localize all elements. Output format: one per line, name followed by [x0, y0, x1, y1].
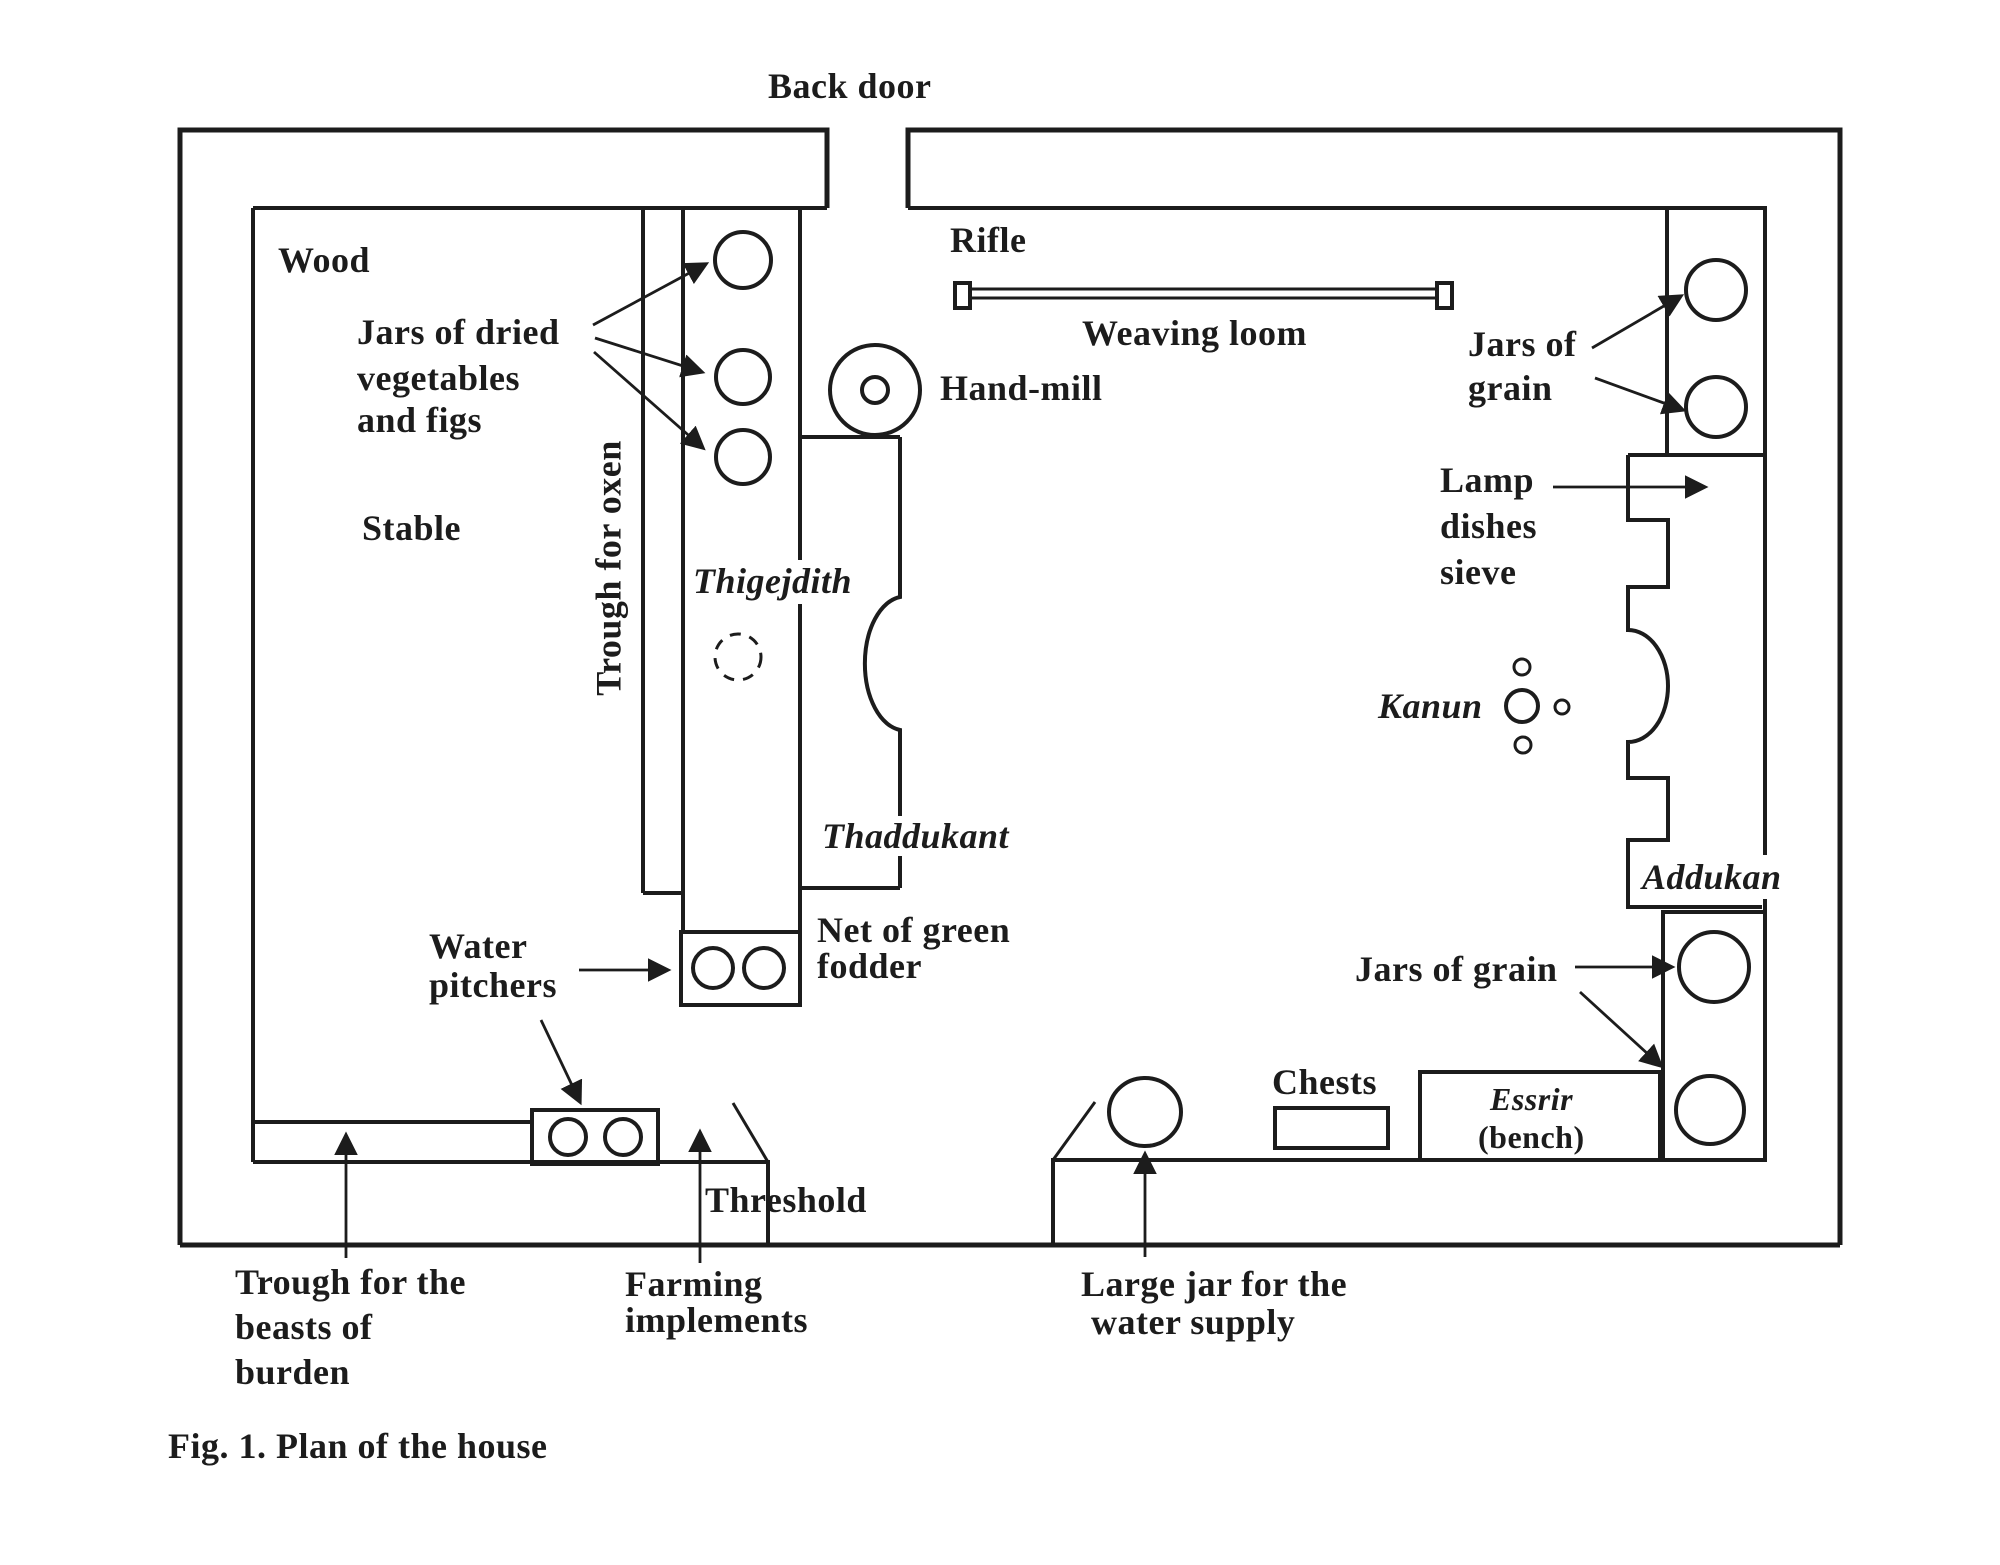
- threshold-right-slant: [1051, 1101, 1097, 1161]
- grain-jar-circle-1: [1684, 258, 1748, 322]
- addukan-label: Addukan: [1640, 857, 1782, 897]
- water-pitchers-box: [679, 930, 802, 1007]
- kanun-top-circle: [1512, 657, 1532, 677]
- thigejdith-label: Thigejdith: [693, 561, 852, 601]
- rifle-label: Rifle: [950, 220, 1026, 260]
- chest-box: [1273, 1106, 1390, 1150]
- grain-jar-circle-4: [1674, 1074, 1746, 1146]
- trough-pitcher-box: [530, 1108, 660, 1166]
- beast-trough: [253, 1108, 660, 1166]
- grain-jar-shelf-top: [1665, 206, 1767, 457]
- kanun-center-circle: [1504, 688, 1540, 724]
- notched-shelf-outline: [1626, 455, 1762, 909]
- central-closet: [713, 435, 902, 890]
- jars-grain-top-label-line2: grain: [1468, 368, 1553, 408]
- annotation-arrows: [334, 262, 1709, 1263]
- dried-jar-circle-2: [714, 348, 772, 406]
- grain-shelf-bottom-box: [1661, 910, 1767, 1162]
- jars-dried-label-line1: Jars of dried: [357, 312, 559, 352]
- grain-jar-circle-2: [1684, 375, 1748, 439]
- trough-beasts-label-line2: beasts of: [235, 1307, 373, 1347]
- dried-jar-circle-3: [714, 428, 772, 486]
- lamp-label-line3: sieve: [1440, 552, 1516, 592]
- stable-label: Stable: [362, 508, 461, 548]
- trough-pitcher-circle-1: [548, 1117, 588, 1157]
- loom-right-cap: [1435, 281, 1454, 310]
- thaddukant-label-bg: [815, 816, 1043, 856]
- net-fodder-label-line2: fodder: [817, 946, 922, 986]
- pitcher-circle-1: [691, 946, 735, 990]
- dashed-post-circle: [713, 632, 763, 682]
- floor-left-and-jamb: [253, 1160, 770, 1245]
- hand-mill-symbol: [828, 343, 922, 437]
- loom-left-cap: [953, 281, 972, 310]
- thigejdith-label-bg: [688, 560, 878, 604]
- net-fodder-label-line1: Net of green: [817, 910, 1010, 950]
- kanun-bottom-circle: [1513, 735, 1533, 755]
- trough-beasts-label-line3: burden: [235, 1352, 350, 1392]
- water-pitchers-diagonal-arrow: [539, 1019, 583, 1106]
- weaving-loom-symbol: [953, 281, 1454, 310]
- dried-jars-arrow-1: [592, 262, 710, 327]
- lamp-label-line2: dishes: [1440, 506, 1537, 546]
- grain-jars-top-arrow-2: [1594, 376, 1687, 415]
- thaddukant-label: Thaddukant: [822, 816, 1010, 856]
- grain-shelf-top-box: [1665, 206, 1767, 457]
- water-pitchers-label-line1: Water: [429, 926, 527, 966]
- addukan-label-bg: [1636, 855, 1796, 899]
- large-water-jar-circle: [1107, 1076, 1183, 1148]
- figure-caption: Fig. 1. Plan of the house: [168, 1426, 548, 1466]
- grain-jars-top-arrow-1: [1591, 294, 1685, 350]
- water-pitchers-label-line2: pitchers: [429, 965, 557, 1005]
- trough-oxen-label: Trough for oxen: [588, 440, 628, 696]
- oxen-trough-strip: [641, 208, 683, 895]
- farming-label-line1: Farming: [625, 1264, 762, 1304]
- floor-right-and-jamb: [1051, 1158, 1765, 1245]
- jars-dried-label-line2: vegetables: [357, 358, 520, 398]
- trough-beasts-label-line1: Trough for the: [235, 1262, 466, 1302]
- chests-label: Chests: [1272, 1062, 1377, 1102]
- essrir-label: Essrir: [1489, 1081, 1573, 1117]
- grain-jar-circle-3: [1677, 930, 1751, 1004]
- pitcher-circle-2: [742, 946, 786, 990]
- loom-bar: [970, 287, 1437, 300]
- outer-wall-left-top: [177, 127, 830, 1245]
- threshold-left-slant: [731, 1102, 770, 1163]
- back-door-label: Back door: [768, 66, 932, 106]
- figure-labels: Back door Wood Jars of dried vegetables …: [168, 66, 1782, 1466]
- wood-label: Wood: [278, 240, 370, 280]
- jars-grain-bottom-label: Jars of grain: [1355, 949, 1557, 989]
- essrir-bench-box: [1418, 1070, 1662, 1162]
- hand-mill-outer-circle: [828, 343, 922, 437]
- large-jar-label-line1: Large jar for the: [1081, 1264, 1347, 1304]
- dried-jars-arrow-3: [593, 350, 706, 451]
- jars-dried-label-line3: and figs: [357, 400, 482, 440]
- lamp-label-line1: Lamp: [1440, 460, 1534, 500]
- outer-wall-top-right: [905, 127, 1843, 1245]
- dried-jars-arrow-2: [594, 336, 706, 378]
- weaving-loom-label: Weaving loom: [1082, 313, 1307, 353]
- kanun-label: Kanun: [1377, 686, 1483, 726]
- essrir-sub-label: (bench): [1478, 1119, 1585, 1155]
- large-jar-label-line2: water supply: [1091, 1302, 1295, 1342]
- east-notched-shelf: [1626, 453, 1762, 909]
- kanun-symbol: [1504, 657, 1571, 755]
- dried-jar-circle-1: [713, 230, 773, 290]
- jars-grain-top-label-line1: Jars of: [1468, 324, 1577, 364]
- hand-mill-inner-circle: [860, 375, 890, 405]
- trough-pitcher-circle-2: [603, 1117, 643, 1157]
- outer-walls: [177, 127, 1843, 1248]
- threshold-label: Threshold: [705, 1180, 867, 1220]
- pitcher-box: [679, 930, 802, 1007]
- kanun-right-circle: [1553, 698, 1571, 716]
- farming-label-line2: implements: [625, 1300, 808, 1340]
- hand-mill-label: Hand-mill: [940, 368, 1103, 408]
- grain-jar-shelf-bottom: [1661, 910, 1767, 1162]
- bench-and-chests: [1107, 1070, 1662, 1162]
- closet-right-edge-with-niche: [862, 437, 902, 888]
- grain-jars-bottom-arrow-2: [1579, 990, 1664, 1069]
